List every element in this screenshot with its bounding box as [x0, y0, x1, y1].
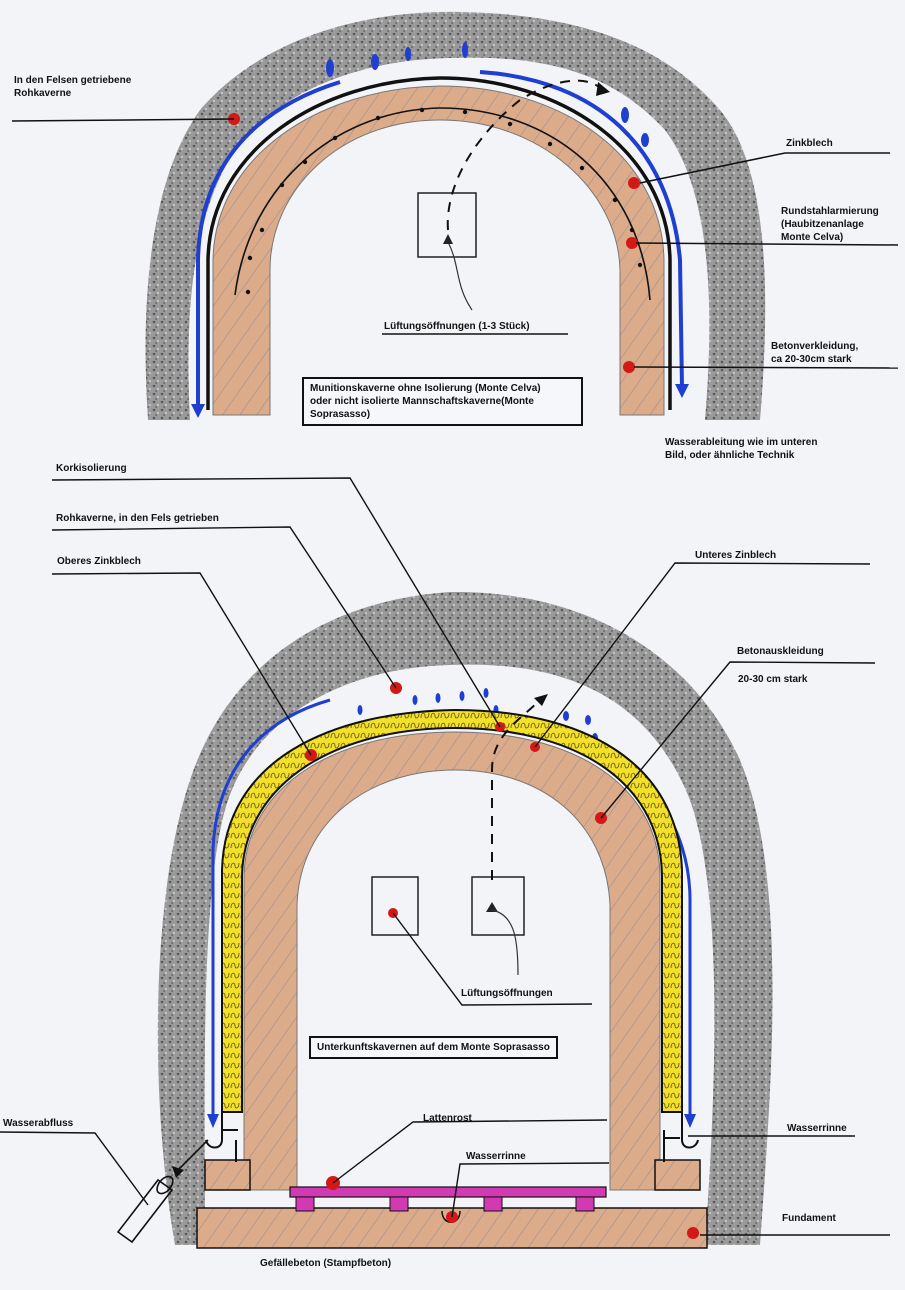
- upper-leader-lines: [11, 118, 899, 369]
- label-betonauskleidung: Betonauskleidung: [737, 646, 824, 657]
- lower-drain-pipe: [116, 1139, 209, 1244]
- upper-ventilation-leader: [447, 241, 473, 311]
- lower-cavern-diagram: [0, 477, 890, 1249]
- lower-rock-mass: [157, 591, 773, 1245]
- upper-zinc-sheet: [206, 76, 672, 410]
- upper-cavern-diagram: [11, 11, 899, 420]
- upper-water-drops: [326, 42, 649, 147]
- label-rohkaverne-upper: In den Felsen getriebene Rohkaverne: [14, 75, 132, 99]
- label-wasserrinne-right: Wasserrinne: [787, 1123, 847, 1134]
- label-korkisolierung: Korkisolierung: [56, 463, 127, 474]
- upper-rebar-dots: [245, 107, 643, 295]
- label-unteres-zinkblech: Unteres Zinblech: [695, 550, 777, 561]
- caption-lower-diagram: Unterkunftskavernen auf dem Monte Sopras…: [309, 1036, 558, 1059]
- label-lueftung-lower: Lüftungsöffnungen: [461, 988, 553, 999]
- label-wasserableitung: Wasserableitung wie im unteren Bild, ode…: [665, 437, 818, 461]
- upper-rebar-line: [234, 107, 651, 301]
- lower-foundation-left: [204, 1159, 251, 1191]
- upper-concrete-lining: [212, 85, 665, 416]
- upper-air-arrowhead: [596, 82, 610, 96]
- lower-drain-arrowhead: [172, 1166, 184, 1178]
- lower-ventilation-opening-right: [471, 876, 525, 936]
- lower-grate-supports: [295, 1196, 595, 1212]
- label-zinkblech: Zinkblech: [786, 138, 833, 149]
- label-rundstahlarmierung: Rundstahlarmierung (Haubitzenanlage Mont…: [781, 206, 879, 243]
- label-lueftung-upper: Lüftungsöffnungen (1-3 Stück): [384, 321, 530, 332]
- label-wasserabfluss: Wasserabfluss: [3, 1118, 74, 1129]
- label-betonverkleidung: Betonverkleidung, ca 20-30cm stark: [771, 341, 859, 365]
- lower-leader-lines: [0, 477, 890, 1236]
- lower-ventilation-air-path: [491, 699, 541, 880]
- label-wasserrinne-center: Wasserrinne: [466, 1151, 526, 1162]
- lower-ventilation-small-arrowhead: [486, 902, 498, 912]
- label-gefaellebeton: Gefällebeton (Stampfbeton): [260, 1258, 392, 1269]
- upper-water-arrowhead-right: [675, 384, 689, 398]
- label-betonauskleidung-staerke: 20-30 cm stark: [738, 674, 808, 685]
- upper-water-flow-right: [479, 70, 684, 389]
- caption-upper-diagram: Munitionskaverne ohne Isolierung (Monte …: [302, 377, 583, 426]
- lower-gutter-left: [205, 1112, 238, 1162]
- upper-ventilation-small-arrowhead: [443, 234, 453, 244]
- lower-air-arrowhead: [534, 694, 548, 706]
- label-oberes-zinkblech: Oberes Zinkblech: [57, 556, 141, 567]
- lower-concrete-lining: [243, 731, 661, 1191]
- label-lattenrost: Lattenrost: [423, 1113, 472, 1124]
- label-rohkaverne-lower: Rohkaverne, in den Fels getrieben: [56, 513, 219, 524]
- lower-ventilation-leader: [491, 909, 519, 976]
- upper-ventilation-air-path: [446, 79, 601, 231]
- upper-water-flow-left: [196, 80, 341, 412]
- lower-slatted-grate: [289, 1186, 607, 1198]
- upper-ventilation-opening: [417, 192, 477, 258]
- lower-ventilation-opening-left: [371, 876, 419, 936]
- label-fundament: Fundament: [782, 1213, 836, 1224]
- lower-water-arrowhead-right: [684, 1114, 696, 1128]
- lower-gutter-right: [663, 1112, 699, 1162]
- lower-water-arrowhead-left: [207, 1114, 219, 1128]
- upper-water-arrowhead-left: [191, 404, 205, 418]
- lower-foundation-right: [654, 1159, 701, 1191]
- lower-water-flow-left: [211, 698, 331, 1120]
